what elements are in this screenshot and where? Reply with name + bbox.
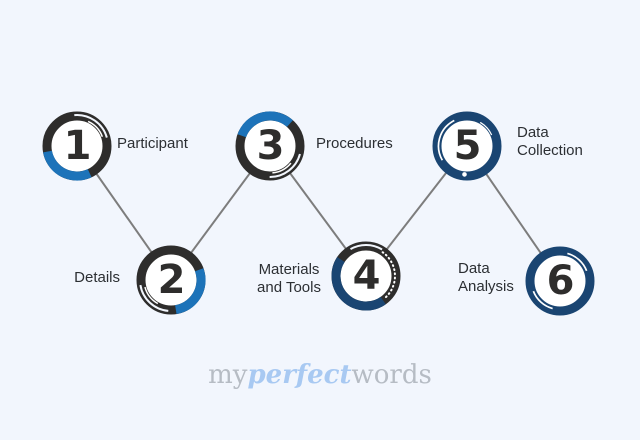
step-1-number: 1 — [63, 123, 92, 169]
step-3-node: 3 — [232, 108, 308, 184]
step-5-number: 5 — [453, 123, 482, 169]
step-5-label: Data Collection — [517, 124, 583, 159]
step-5-circle-icon — [432, 111, 502, 181]
step-4-label: Materials and Tools — [257, 261, 321, 296]
step-2-node: 2 — [133, 242, 209, 318]
brand-logo-perfect: perfect — [247, 360, 352, 390]
step-3-circle-icon — [235, 111, 305, 181]
step-4-number: 4 — [352, 253, 381, 299]
step-6-label: Data Analysis — [458, 260, 514, 295]
step-3-label: Procedures — [316, 135, 393, 152]
step-2-circle-icon — [136, 245, 206, 315]
step-4-node: 4 — [328, 238, 404, 314]
step-6-circle-icon — [525, 246, 595, 316]
step-4-circle-icon — [331, 241, 401, 311]
step-6-number: 6 — [546, 258, 575, 304]
step-3-number: 3 — [256, 123, 285, 169]
step-2-number: 2 — [157, 257, 186, 303]
step-2-label: Details — [74, 269, 120, 286]
step-5-node: 5 — [429, 108, 505, 184]
brand-logo: myperfectwords — [0, 360, 640, 390]
brand-logo-my: my — [208, 360, 248, 390]
step-1-circle-icon — [42, 111, 112, 181]
step-1-label: Participant — [117, 135, 188, 152]
step-1-node: 1 — [39, 108, 115, 184]
brand-logo-words: words — [351, 360, 432, 390]
step-6-node: 6 — [522, 243, 598, 319]
